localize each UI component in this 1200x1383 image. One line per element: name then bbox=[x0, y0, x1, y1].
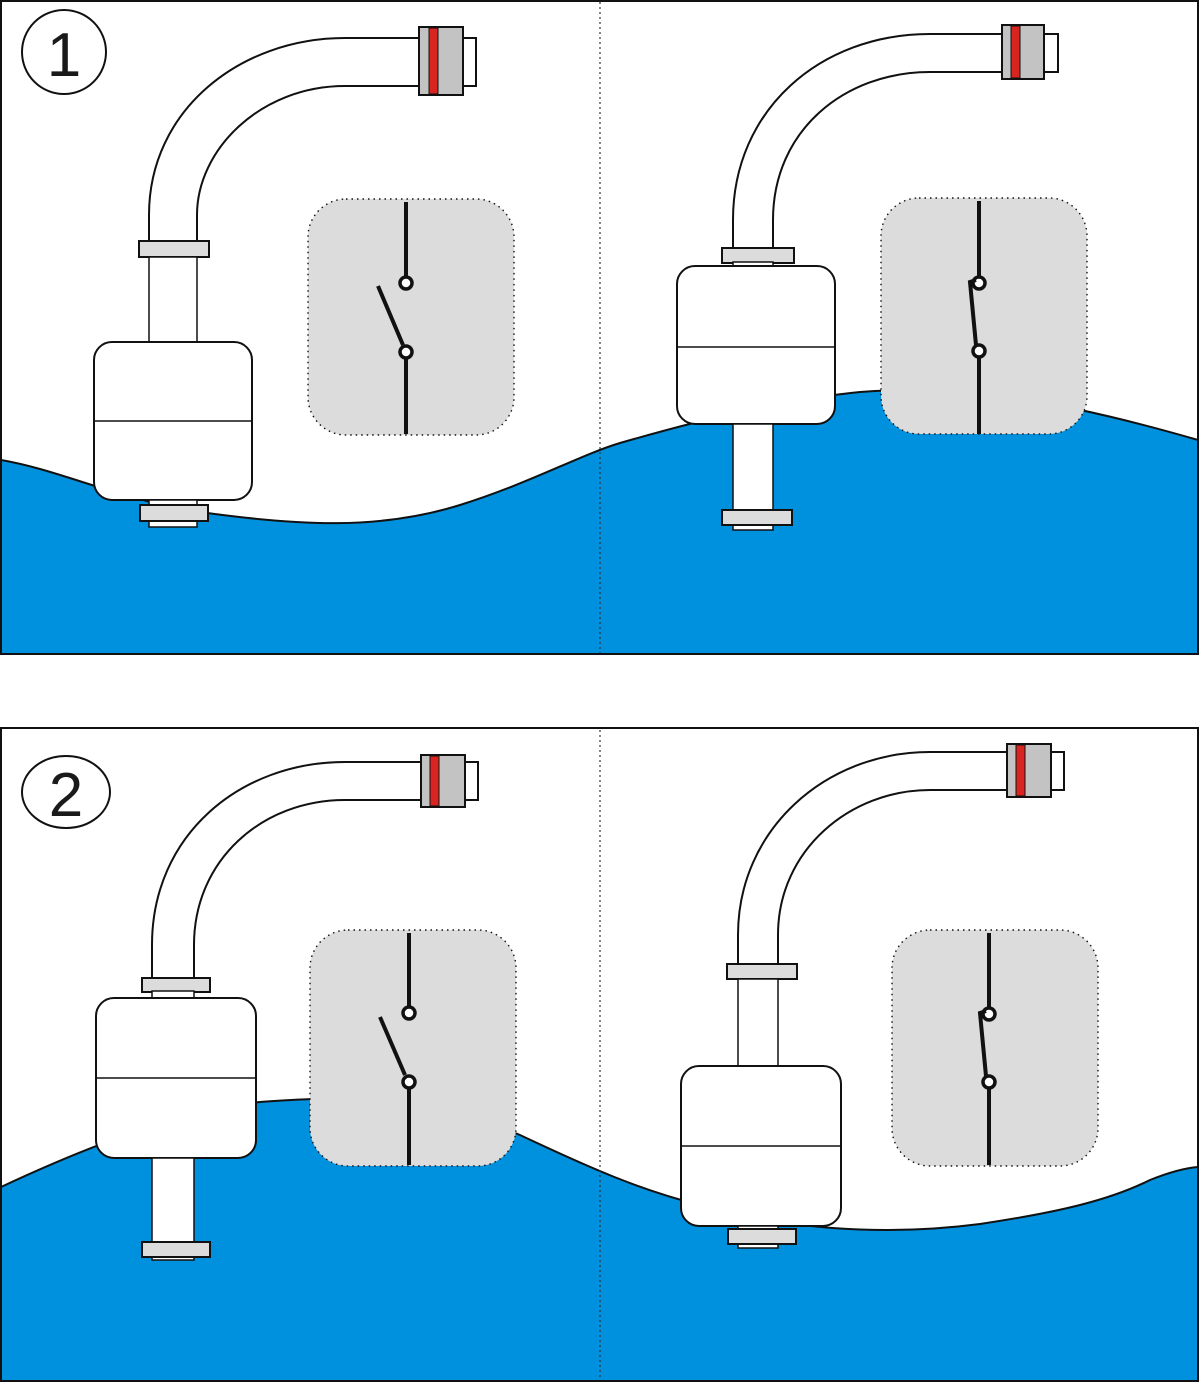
panel-1-label-badge: 1 bbox=[21, 9, 107, 95]
switch-lever-2b bbox=[977, 1009, 988, 1077]
collar-bottom-2b bbox=[727, 1228, 797, 1245]
switch-lever-1a bbox=[376, 285, 405, 346]
panel-1-label: 1 bbox=[47, 21, 81, 90]
switch-diagram-2b bbox=[891, 929, 1099, 1167]
switch-box-2a bbox=[309, 929, 517, 1167]
float-switch-1a bbox=[93, 26, 477, 528]
panel-2-water bbox=[1, 1098, 1198, 1381]
collar-top-2a bbox=[141, 977, 211, 993]
collar-bottom-2a bbox=[141, 1241, 211, 1258]
tube-1a bbox=[148, 37, 421, 243]
switch-lever-1b bbox=[967, 278, 978, 346]
panel-2: 2 bbox=[0, 727, 1199, 1382]
switch-diagram-2a bbox=[309, 929, 517, 1167]
switch-box-1a bbox=[307, 198, 515, 436]
switch-diagram-1b bbox=[880, 197, 1088, 435]
connector-1a bbox=[418, 26, 477, 96]
collar-top-1b bbox=[721, 247, 795, 264]
panel-1: 1 bbox=[0, 0, 1199, 655]
collar-top-1a bbox=[138, 240, 210, 258]
float-switch-2b bbox=[680, 743, 1065, 1249]
switch-diagram-1a bbox=[307, 198, 515, 436]
switch-lever-2a bbox=[378, 1016, 407, 1076]
stem-1a bbox=[148, 256, 198, 344]
panel-2-border bbox=[0, 727, 1199, 1382]
connector-2b bbox=[1006, 743, 1065, 798]
stem-2b bbox=[737, 978, 779, 1068]
collar-bottom-1a bbox=[139, 504, 209, 522]
panel-2-label-badge: 2 bbox=[21, 755, 111, 830]
panel-1-border bbox=[0, 0, 1199, 655]
float-switch-2a bbox=[95, 754, 479, 1261]
switch-box-1b bbox=[880, 197, 1088, 435]
connector-2a bbox=[420, 754, 479, 808]
connector-1b bbox=[1001, 24, 1059, 80]
panel-2-label: 2 bbox=[49, 761, 83, 830]
collar-bottom-1b bbox=[721, 509, 793, 526]
float-body-1b bbox=[676, 265, 836, 425]
switch-box-2b bbox=[891, 929, 1099, 1167]
float-switch-1b bbox=[676, 24, 1059, 531]
collar-top-2b bbox=[726, 963, 798, 980]
